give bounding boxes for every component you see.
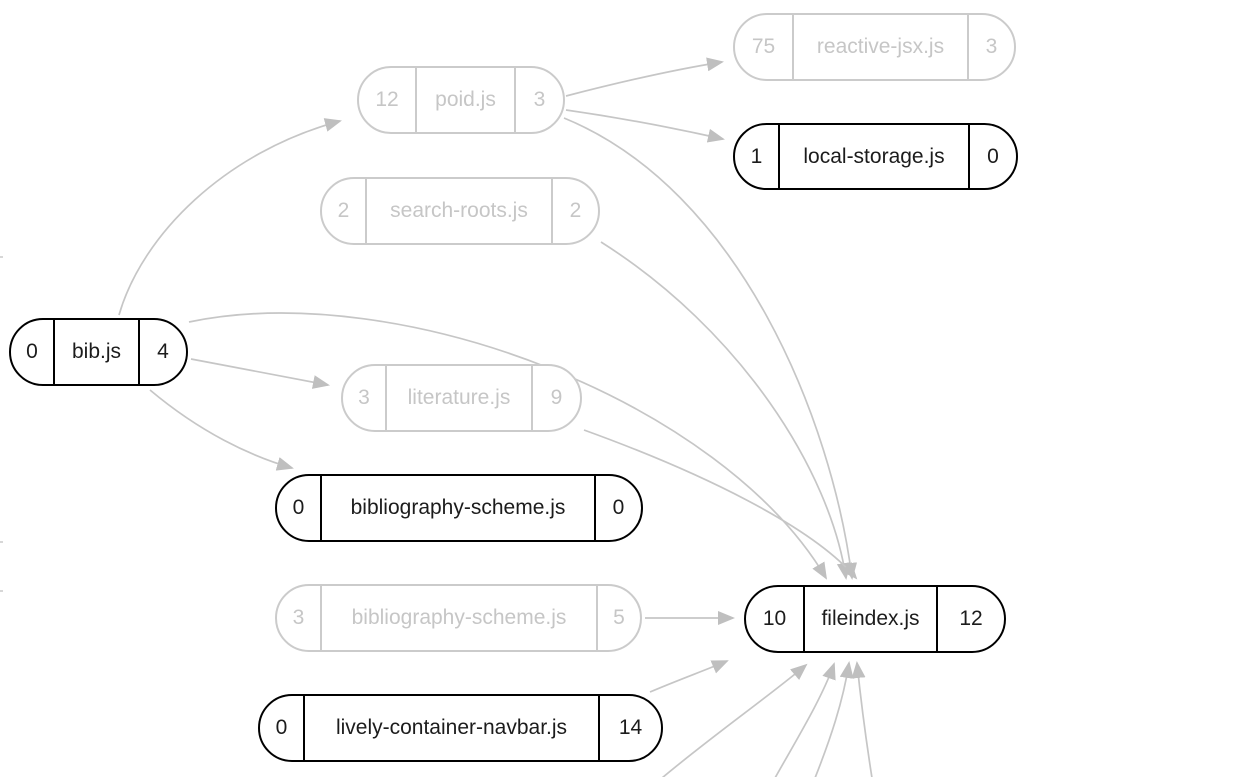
node-outgoing-count: 9	[550, 386, 563, 409]
edge-poid->fileindex	[563, 117, 858, 580]
node-filename-label: poid.js	[417, 68, 516, 132]
node-incoming-count: 0	[260, 696, 305, 760]
node-filename-label: bib.js	[55, 320, 140, 384]
node-incoming-count: 1	[735, 125, 780, 188]
node-incoming-count: 75	[735, 15, 794, 79]
edge-bib->poid	[118, 118, 342, 316]
edge-poid->local-storage	[565, 109, 725, 143]
node-filename-label: lively-container-navbar.js	[305, 696, 600, 760]
edge-search-roots->fileindex	[600, 241, 851, 580]
node-incoming-count: 3	[277, 586, 322, 650]
node-outgoing-count: 2	[569, 199, 582, 222]
node-outgoing-count: 3	[985, 35, 998, 58]
node-filename-label: search-roots.js	[367, 179, 553, 243]
node-incoming-count: 10	[746, 587, 805, 651]
edge-offscreen-bottom-1->fileindex	[661, 663, 808, 777]
node-incoming-count: 3	[343, 366, 387, 430]
clipped-edge-mark	[0, 541, 3, 543]
node-filename-label: fileindex.js	[805, 587, 938, 651]
node-outgoing-count: 3	[533, 88, 546, 111]
edge-bib->literature	[190, 358, 330, 389]
edge-bib->bibliography-scheme-active	[149, 389, 294, 471]
node-incoming-count: 12	[359, 68, 417, 132]
clipped-edge-mark	[0, 256, 3, 258]
node-outgoing-count: 12	[959, 607, 983, 630]
edge-offscreen-bottom-3->fileindex	[814, 661, 854, 777]
node-filename-label: local-storage.js	[780, 125, 970, 188]
edge-offscreen-bottom-2->fileindex	[774, 662, 836, 777]
node-incoming-count: 0	[11, 320, 55, 384]
node-filename-label: literature.js	[387, 366, 533, 430]
node-incoming-count: 2	[322, 179, 367, 243]
edge-poid->reactive-jsx	[565, 57, 724, 97]
node-outgoing-count: 0	[612, 496, 625, 519]
node-filename-label: bibliography-scheme.js	[322, 476, 596, 540]
node-filename-label: reactive-jsx.js	[794, 15, 969, 79]
node-outgoing-count: 0	[987, 144, 999, 168]
node-filename-label: bibliography-scheme.js	[322, 586, 598, 650]
node-outgoing-count: 14	[618, 716, 643, 739]
node-incoming-count: 0	[277, 476, 322, 540]
node-outgoing-count: 4	[157, 340, 169, 363]
node-outgoing-count: 5	[613, 606, 625, 629]
edge-lively-container-navbar->fileindex	[649, 660, 729, 693]
edge-literature->fileindex	[583, 429, 858, 580]
edge-offscreen-bottom-4->fileindex	[851, 661, 873, 777]
clipped-edge-mark	[0, 590, 3, 592]
